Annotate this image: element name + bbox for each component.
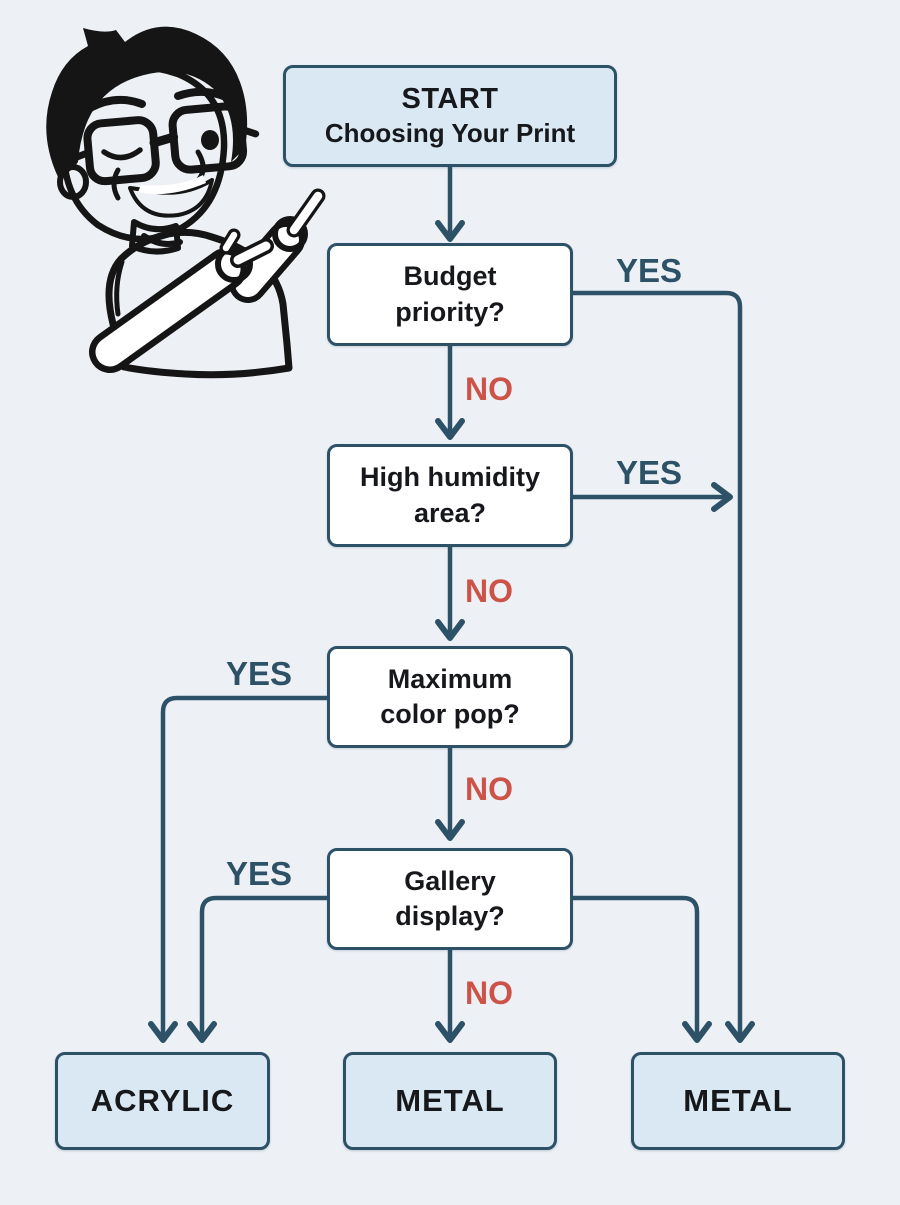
arrowhead-down-icon (435, 619, 465, 641)
mascot-illustration (46, 26, 326, 379)
arrowhead-down-icon (435, 819, 465, 841)
decision-label: Budget priority? (395, 261, 505, 327)
mascot-eyebrow-right (174, 87, 236, 104)
mascot-smile-crease (111, 167, 121, 201)
mascot-open-eye (201, 130, 219, 150)
edge-colorpop-yes (160, 695, 330, 1038)
result-label: METAL (683, 1083, 793, 1118)
edge-gallery-yes (199, 895, 330, 1038)
arrowhead-down-icon (435, 1021, 465, 1043)
mascot-lower-arm (89, 228, 274, 373)
start-subtitle: Choosing Your Print (324, 118, 576, 148)
arrowhead-down-icon (148, 1021, 178, 1043)
mascot-neck (129, 219, 181, 255)
decision-label: Maximum color pop? (380, 663, 520, 729)
mascot-wink-eye (101, 147, 143, 161)
arrowhead-down-icon (435, 418, 465, 440)
result-metal-center: METAL (343, 1052, 557, 1150)
mascot-teeth (138, 175, 206, 195)
edge-label-colorpop-no: NO (465, 771, 513, 807)
decision-high-humidity: High humidity area? (327, 444, 573, 547)
decision-budget-priority: Budget priority? (327, 243, 573, 346)
edge-label-colorpop-yes: YES (225, 655, 293, 692)
edge-gallery-right (570, 895, 700, 1038)
edge-label-humidity-yes: YES (615, 454, 683, 491)
start-title: START (401, 83, 499, 115)
mascot-eyebrow-left (86, 95, 146, 112)
result-acrylic: ACRYLIC (55, 1052, 270, 1150)
edge-label-gallery-no: NO (465, 975, 513, 1011)
decision-label: Gallery display? (395, 865, 505, 931)
edge-budget-yes (570, 290, 743, 1038)
mascot-upper-arm (229, 188, 326, 303)
mascot-hair (46, 26, 248, 177)
decision-gallery-display: Gallery display? (327, 848, 573, 950)
edge-label-budget-yes: YES (615, 252, 683, 289)
result-label: ACRYLIC (90, 1083, 235, 1118)
arrowhead-down-icon (435, 220, 465, 242)
decision-color-pop: Maximum color pop? (327, 646, 573, 748)
arrowhead-down-icon (187, 1021, 217, 1043)
result-metal-right: METAL (631, 1052, 845, 1150)
mascot-sleeve-crease (114, 259, 125, 317)
start-node: START Choosing Your Print (283, 65, 617, 167)
result-label: METAL (395, 1083, 505, 1118)
edge-label-humidity-no: NO (465, 573, 513, 609)
mascot-glasses (71, 102, 260, 186)
edge-label-gallery-yes: YES (225, 855, 293, 892)
arrowhead-right-icon (711, 482, 733, 512)
edge-label-budget-no: NO (465, 371, 513, 407)
mascot-collar (141, 233, 183, 247)
arrowhead-down-icon (725, 1021, 755, 1043)
decision-label: High humidity area? (360, 462, 540, 528)
arrowhead-down-icon (682, 1021, 712, 1043)
